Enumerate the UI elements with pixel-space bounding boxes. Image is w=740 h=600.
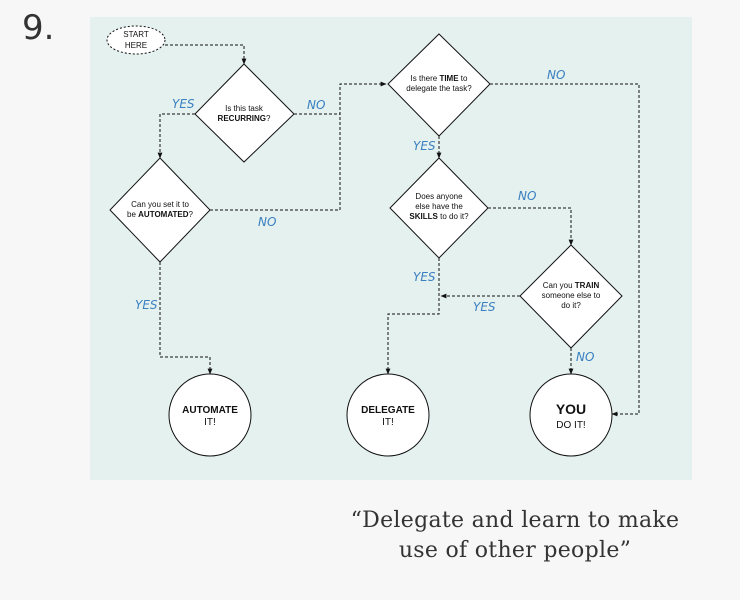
decision-skills — [389, 157, 489, 259]
you-line2: DO IT! — [556, 420, 585, 431]
start-oval — [106, 25, 166, 55]
connector-start-recurring — [165, 44, 247, 65]
start-label-2: HERE — [125, 41, 147, 50]
automate-line2: IT! — [204, 417, 216, 428]
connector-automated-no — [210, 81, 387, 211]
train-line3: do it? — [561, 301, 581, 310]
answer-yes-automated: YES — [135, 298, 158, 312]
connector-recurring-yes — [157, 113, 195, 159]
decision-recurring — [194, 63, 295, 163]
automate-line1: AUTOMATE — [182, 405, 238, 416]
skills-line3: SKILLS to do it? — [409, 212, 469, 221]
recurring-line2: RECURRING? — [218, 114, 271, 123]
skills-line1: Does anyone — [415, 192, 463, 201]
time-line1: Is there TIME to — [411, 74, 468, 83]
decision-automated — [109, 157, 211, 263]
answer-no-train: NO — [576, 350, 594, 364]
automated-line2: be AUTOMATED? — [127, 210, 194, 219]
delegate-line2: IT! — [382, 417, 394, 428]
start-label-1: START — [123, 30, 149, 39]
page-number: 9. — [22, 8, 55, 48]
recurring-line1: Is this task — [225, 104, 264, 113]
connector-time-no — [490, 83, 640, 417]
connector-skills-yes — [385, 258, 440, 375]
quote-caption: “Delegate and learn to make use of other… — [320, 506, 710, 566]
answer-yes-recurring: YES — [172, 97, 195, 111]
connector-automated-yes — [159, 262, 213, 375]
answer-yes-skills: YES — [413, 270, 436, 284]
connector-skills-no — [488, 207, 574, 246]
time-line2: delegate the task? — [406, 84, 472, 93]
answer-no-time: NO — [547, 68, 565, 82]
answer-no-skills: NO — [518, 189, 536, 203]
quote-line-2: use of other people” — [398, 538, 632, 563]
outcome-automate — [168, 373, 252, 457]
answer-yes-time: YES — [413, 139, 436, 153]
decision-train — [519, 244, 623, 349]
train-line2: someone else to — [542, 291, 601, 300]
answer-no-automated: NO — [258, 215, 276, 229]
you-line1: YOU — [556, 401, 586, 417]
decision-time — [387, 33, 491, 137]
delegate-line1: DELEGATE — [361, 405, 415, 416]
skills-line2: else have the — [415, 202, 463, 211]
answer-yes-train: YES — [473, 300, 496, 314]
train-line1: Can you TRAIN — [543, 281, 600, 290]
quote-line-1: “Delegate and learn to make — [350, 508, 680, 533]
outcome-delegate — [346, 373, 430, 457]
automated-line1: Can you set it to — [131, 200, 189, 209]
answer-no-recurring: NO — [307, 98, 325, 112]
outcome-you — [529, 373, 613, 457]
